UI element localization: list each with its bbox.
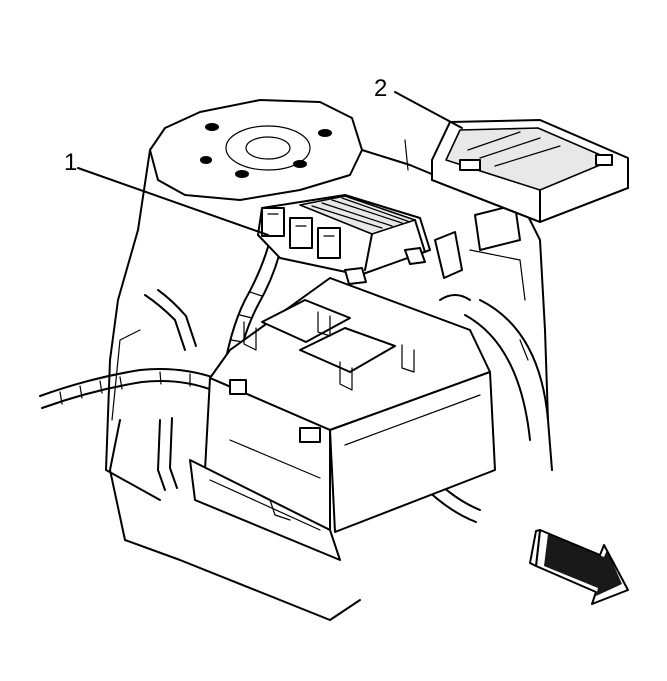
component-1-module	[257, 194, 431, 285]
callout-2: 2	[374, 75, 387, 102]
callout-1: 1	[64, 149, 77, 176]
front-direction-arrow-icon	[529, 529, 629, 605]
battery-assembly	[189, 277, 496, 561]
leader-line-2	[394, 91, 463, 129]
body-structure	[105, 99, 553, 621]
leader-lines	[77, 91, 463, 236]
component-2-cover	[431, 119, 629, 223]
leader-line-1	[77, 167, 269, 236]
